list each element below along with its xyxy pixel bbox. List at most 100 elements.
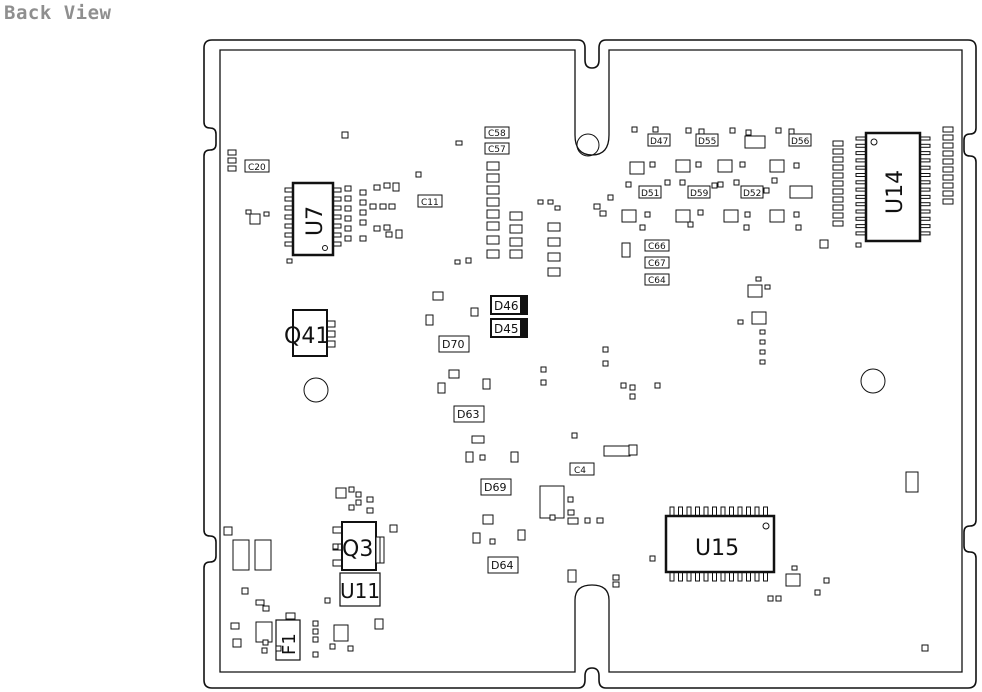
smd-component — [602, 346, 609, 353]
smd-component — [312, 628, 319, 635]
c67-label: C67 — [648, 259, 666, 269]
board-inner-outline — [219, 49, 963, 673]
u11-label: U11 — [340, 579, 380, 603]
fuse-f1: F1 — [275, 619, 301, 661]
smd-component — [547, 222, 561, 232]
d64-label: D64 — [491, 559, 513, 572]
smd-component — [631, 126, 638, 133]
u14-pin — [855, 158, 867, 163]
smd-component — [227, 165, 237, 172]
smd-component — [366, 496, 374, 503]
d69-label: D69 — [484, 481, 506, 494]
smd-component — [737, 319, 744, 325]
smd-component — [263, 211, 270, 217]
smd-component — [312, 651, 319, 658]
f1-label: F1 — [279, 633, 300, 655]
u14-pin — [919, 187, 931, 192]
smd-component — [359, 199, 367, 206]
part-d59: D59 — [687, 185, 711, 199]
smd-component — [255, 599, 265, 606]
u15-pin — [746, 506, 751, 517]
smd-component — [312, 620, 319, 627]
u15-pin — [763, 571, 768, 582]
smd-component — [695, 161, 702, 168]
d52-label: D52 — [743, 189, 761, 199]
smd-component — [793, 162, 800, 169]
smd-component — [448, 369, 460, 379]
smd-component — [373, 225, 381, 232]
part-c11: C11 — [417, 194, 443, 208]
u14-pin — [919, 143, 931, 148]
smd-component — [759, 339, 766, 345]
u14-pin — [919, 231, 931, 236]
ic-u15: U15 — [664, 506, 776, 582]
smd-component — [245, 209, 252, 215]
u15-pin — [695, 506, 700, 517]
smd-component — [602, 360, 609, 367]
smd-component — [333, 624, 349, 642]
u15-pin — [746, 571, 751, 582]
smd-component — [359, 235, 367, 242]
smd-component — [332, 543, 339, 550]
part-d52: D52 — [740, 185, 764, 199]
resistor — [832, 220, 844, 227]
smd-component — [675, 209, 691, 223]
d46-label: D46 — [494, 299, 519, 313]
transistor-q41: Q41 — [284, 309, 336, 357]
u14-pin — [855, 216, 867, 221]
u15-pin — [720, 506, 726, 517]
part-c64: C64 — [644, 273, 670, 286]
smd-component — [344, 215, 352, 222]
smd-component — [312, 636, 319, 643]
u14-pin — [919, 224, 931, 229]
smd-component — [567, 569, 577, 583]
resistor — [832, 212, 844, 219]
c4-label: C4 — [574, 466, 586, 476]
view-title: Back View — [4, 2, 112, 24]
smd-component — [254, 539, 272, 571]
smd-component — [344, 225, 352, 232]
smd-component — [744, 211, 751, 218]
smd-component — [261, 647, 268, 654]
smd-component — [649, 161, 656, 168]
c11-label: C11 — [421, 198, 439, 208]
u15-pin — [703, 571, 709, 582]
u15-pin — [686, 571, 692, 582]
smd-component — [698, 128, 705, 135]
smd-component — [232, 638, 242, 648]
smd-component — [697, 209, 704, 216]
smd-component — [432, 291, 444, 301]
smd-component — [392, 182, 400, 192]
smd-component — [739, 161, 746, 168]
smd-component — [486, 197, 500, 207]
u14-pin — [855, 180, 867, 185]
smd-component — [232, 539, 250, 571]
smd-component — [486, 209, 500, 219]
mounting-hole-right — [860, 368, 886, 394]
smd-component — [767, 595, 774, 602]
smd-component — [489, 538, 496, 545]
smd-component — [819, 239, 829, 249]
part-d70: D70 — [438, 335, 470, 353]
transistor-q3: Q3 — [332, 521, 385, 571]
smd-component — [723, 209, 739, 223]
u15-pin — [720, 571, 726, 582]
u15-pin — [686, 506, 692, 517]
smd-component — [482, 378, 491, 390]
smd-component — [567, 517, 579, 525]
smd-component — [472, 532, 481, 544]
smd-component — [755, 276, 762, 282]
smd-component — [509, 249, 523, 259]
smd-component — [486, 173, 500, 183]
smd-component — [759, 359, 766, 365]
smd-component — [751, 311, 767, 325]
smd-component — [486, 249, 500, 259]
smd-component — [855, 242, 862, 248]
smd-component — [255, 621, 273, 643]
smd-component — [785, 573, 801, 587]
smd-component — [249, 213, 261, 225]
smd-component — [547, 267, 561, 277]
u14-pin — [855, 136, 867, 141]
resistor — [942, 150, 954, 157]
resistor — [832, 172, 844, 179]
